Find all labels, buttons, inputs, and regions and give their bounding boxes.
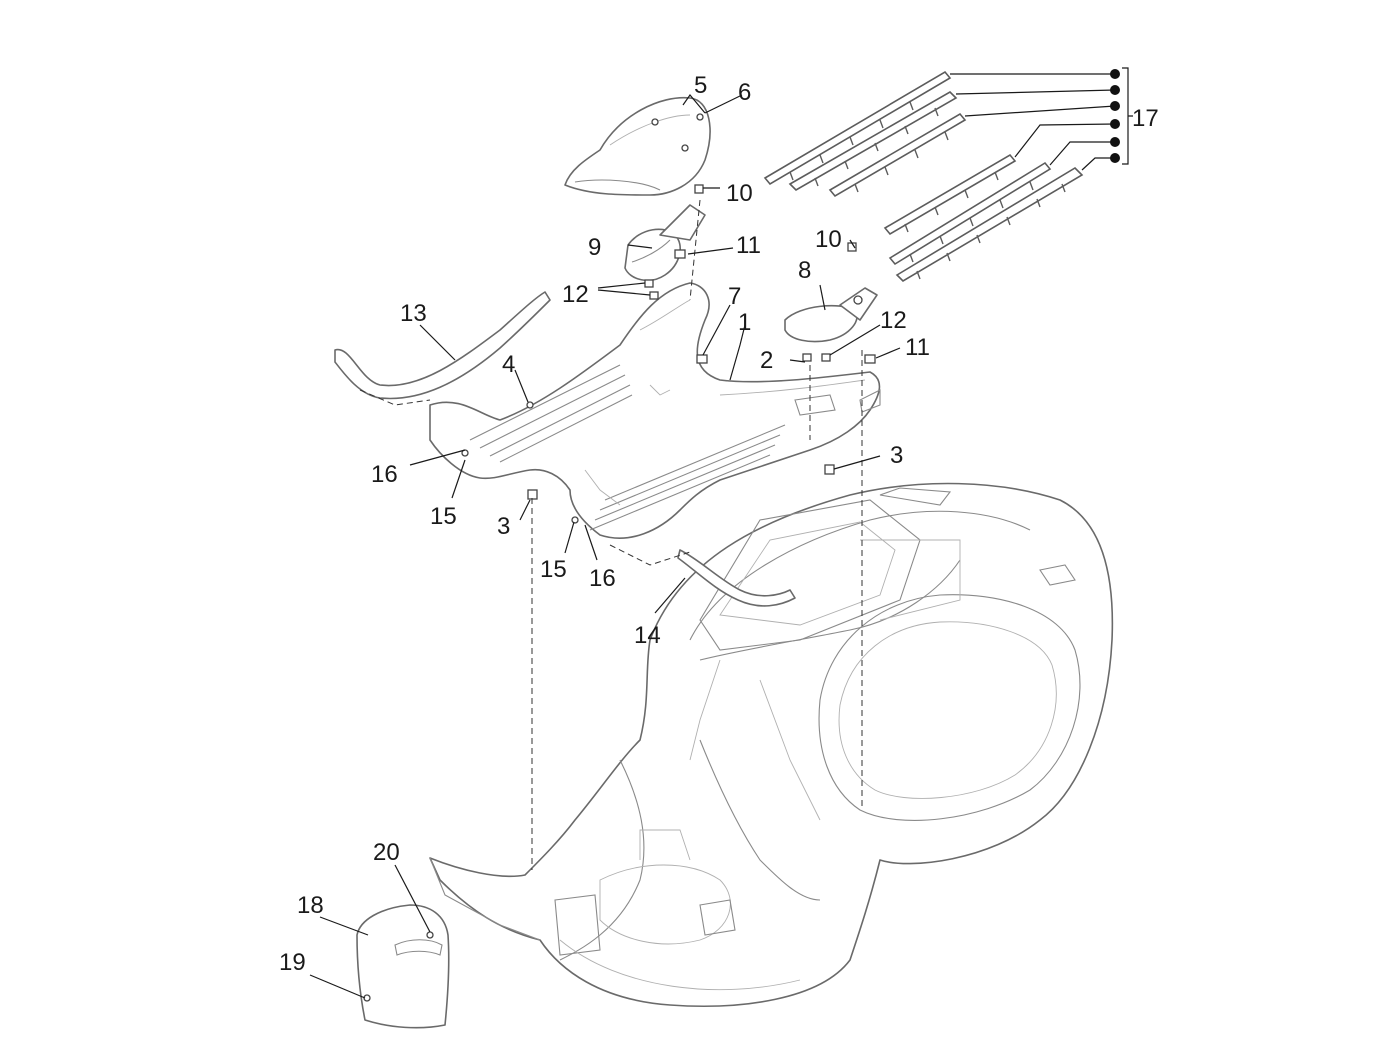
callout-14: 14: [634, 622, 661, 649]
part-8-hook-bracket: [784, 287, 878, 343]
part-17-rail-set: [763, 67, 1133, 283]
callout-12-right: 12: [880, 307, 907, 334]
callout-11-right: 11: [905, 334, 930, 361]
part-14-rail-strip: [677, 549, 796, 607]
rail-5: [888, 161, 1052, 266]
callout-10-right: 10: [815, 226, 842, 253]
rail-3: [828, 112, 967, 198]
rail-4: [883, 153, 1017, 236]
rail-dot-4: [1110, 119, 1120, 129]
callout-17: 17: [1132, 105, 1159, 132]
callout-7: 7: [728, 283, 741, 310]
callout-12-left: 12: [562, 281, 589, 308]
callout-11-top: 11: [736, 232, 761, 259]
callout-18: 18: [297, 892, 324, 919]
callout-20: 20: [373, 839, 400, 866]
part-1-floor-board: [429, 282, 881, 539]
rail-dot-5: [1110, 137, 1120, 147]
callout-13: 13: [400, 300, 427, 327]
leader-lines: [309, 94, 901, 999]
callout-3-right: 3: [890, 442, 903, 469]
callout-8: 8: [798, 257, 811, 284]
part-13-rail-strip: [334, 291, 551, 400]
part-18-small-cover: [356, 904, 450, 1029]
rail-6: [895, 166, 1084, 283]
callout-1: 1: [738, 309, 751, 336]
callout-16-left: 16: [371, 461, 398, 488]
scooter-body-frame: [429, 482, 1114, 1007]
rail-dot-2: [1110, 85, 1120, 95]
part-9-hook-bracket: [624, 204, 706, 282]
rail-2: [788, 91, 958, 191]
callout-labels: 1 2 3 3 4 5 6 7 8 9 10 10 11 11 12 12 13…: [279, 72, 1159, 976]
callout-5: 5: [694, 72, 707, 99]
fasteners: [363, 113, 876, 1002]
callout-15-left: 15: [430, 503, 457, 530]
callout-9: 9: [588, 234, 601, 261]
callout-19: 19: [279, 949, 306, 976]
callout-4: 4: [502, 351, 515, 378]
rail-dot-3: [1110, 101, 1120, 111]
rail-1: [763, 70, 952, 186]
callout-10-top: 10: [726, 180, 753, 207]
rail-dot-6: [1110, 153, 1120, 163]
callout-2: 2: [760, 347, 773, 374]
assembly-lines: [359, 199, 863, 870]
callout-3-left: 3: [497, 513, 510, 540]
callout-15-right: 15: [540, 556, 567, 583]
callout-16-right: 16: [589, 565, 616, 592]
rail-dot-1: [1110, 69, 1120, 79]
callout-6: 6: [738, 79, 751, 106]
part-5-top-cover: [564, 96, 711, 196]
